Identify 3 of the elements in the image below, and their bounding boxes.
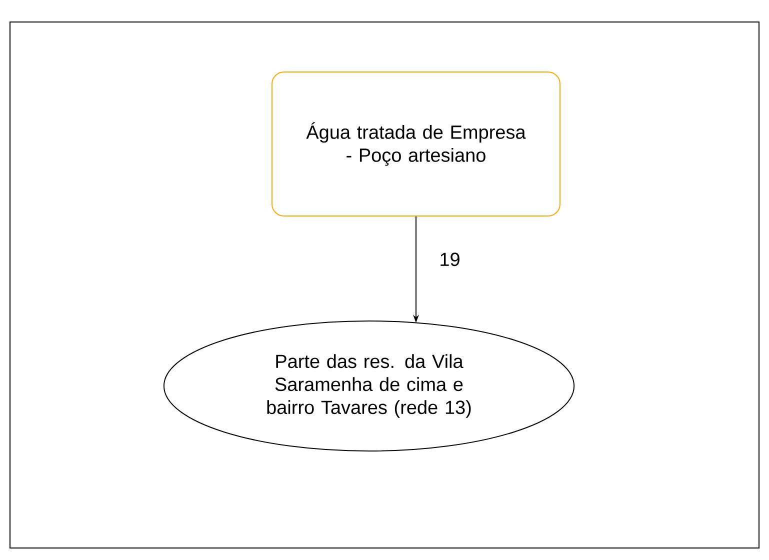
ellipse-node: Parte das res. da Vila Saramenha de cima e bairro Tavares (rede 13)	[163, 320, 575, 452]
edge-label: 19	[438, 252, 462, 268]
process-box: Água tratada de Empresa - Poço artesiano	[272, 72, 560, 216]
